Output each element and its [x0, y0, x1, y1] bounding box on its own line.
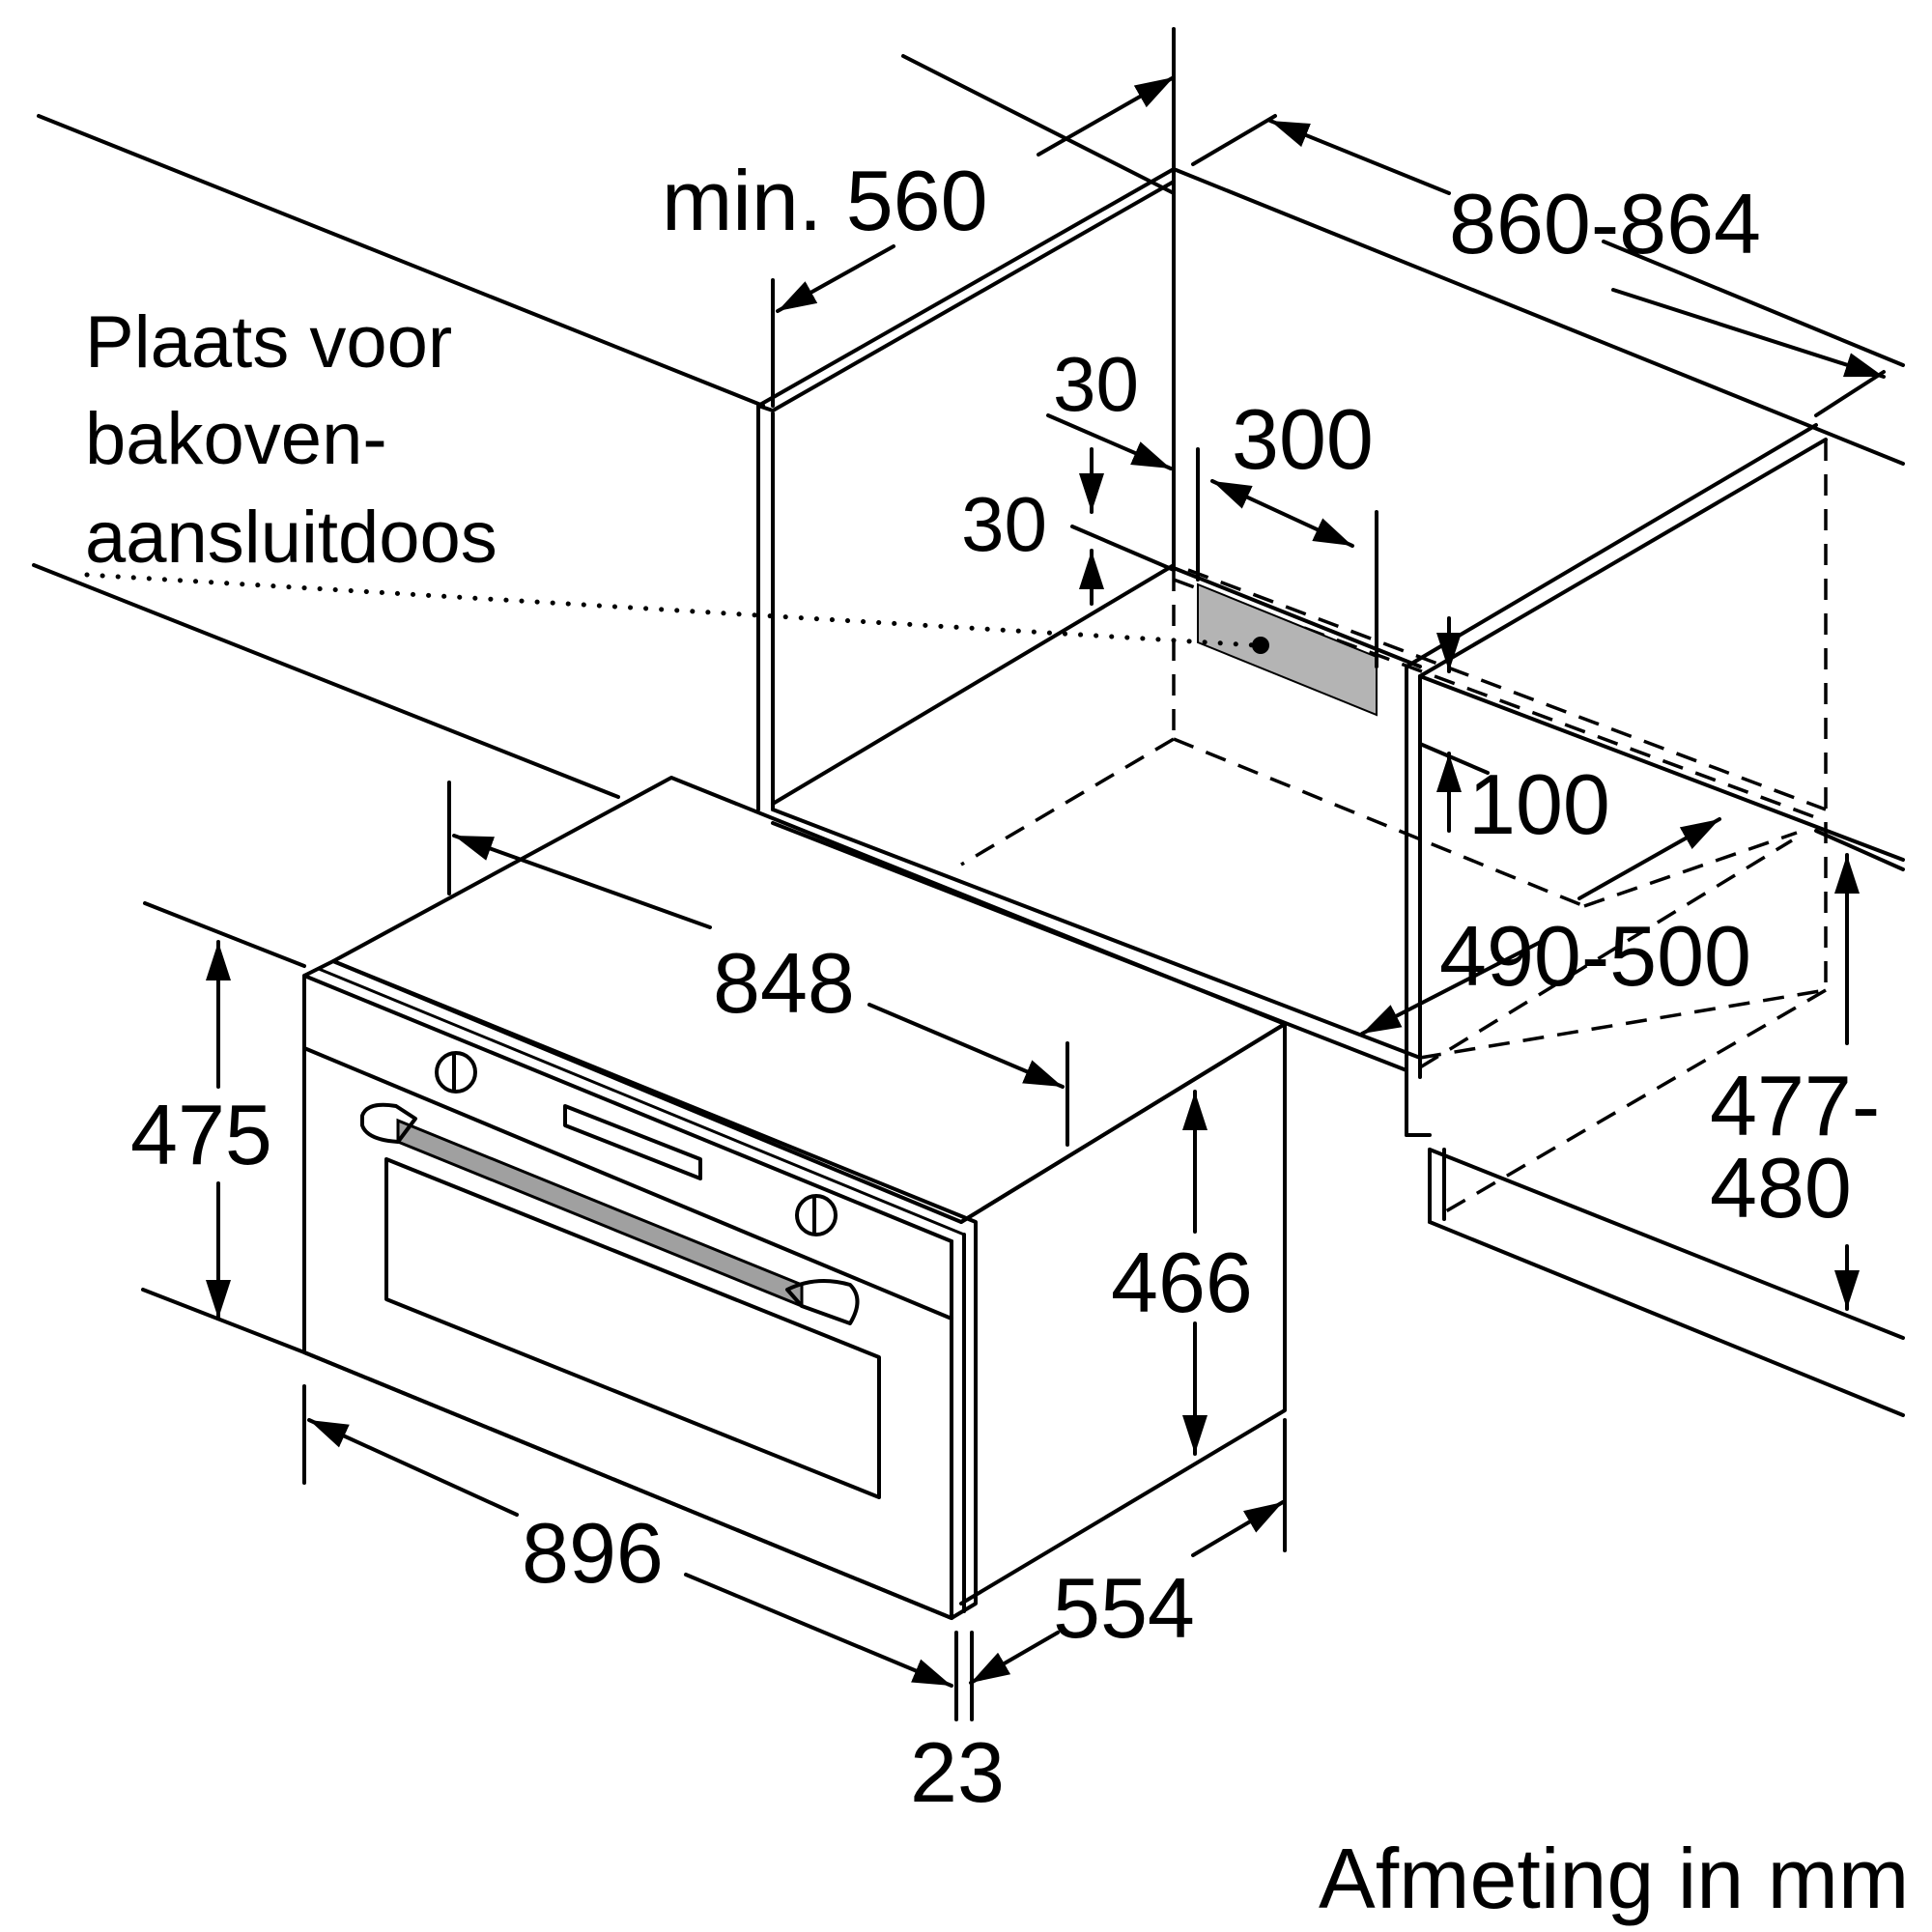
label-body-width: 848 — [713, 935, 855, 1031]
label-offset-top: 30 — [1053, 341, 1139, 427]
label-note-line2: bakoven- — [85, 398, 387, 480]
niche-cabinet — [756, 27, 1905, 1340]
label-niche-width: 860-864 — [1449, 176, 1761, 271]
label-note-line3: aansluitdoos — [85, 497, 497, 579]
label-front-width: 896 — [522, 1505, 664, 1601]
label-offset-side: 30 — [961, 481, 1047, 567]
label-niche-height-bottom: 480 — [1710, 1140, 1852, 1236]
left-knob — [435, 1051, 477, 1094]
worktop-lines — [32, 54, 1905, 1417]
labels: min. 560 860-864 Plaats voor bakoven- aa… — [85, 153, 1909, 1926]
label-box-width: 300 — [1232, 391, 1374, 487]
label-min-depth: min. 560 — [662, 153, 988, 248]
label-front-height: 475 — [130, 1087, 272, 1182]
label-note-line1: Plaats voor — [85, 301, 452, 384]
right-knob — [795, 1194, 838, 1236]
label-niche-depth: 490-500 — [1439, 908, 1751, 1004]
dimension-lines — [141, 75, 1886, 1721]
label-units: Afmeting in mm — [1319, 1831, 1909, 1926]
label-niche-height-top: 477- — [1710, 1058, 1880, 1153]
label-body-height: 466 — [1111, 1235, 1253, 1330]
label-front-thickness: 23 — [910, 1724, 1005, 1820]
socket-box — [84, 572, 1378, 717]
oven-handle — [360, 1102, 860, 1325]
label-box-height: 100 — [1468, 756, 1610, 852]
label-body-depth: 554 — [1053, 1560, 1195, 1656]
oven — [302, 776, 1287, 1620]
